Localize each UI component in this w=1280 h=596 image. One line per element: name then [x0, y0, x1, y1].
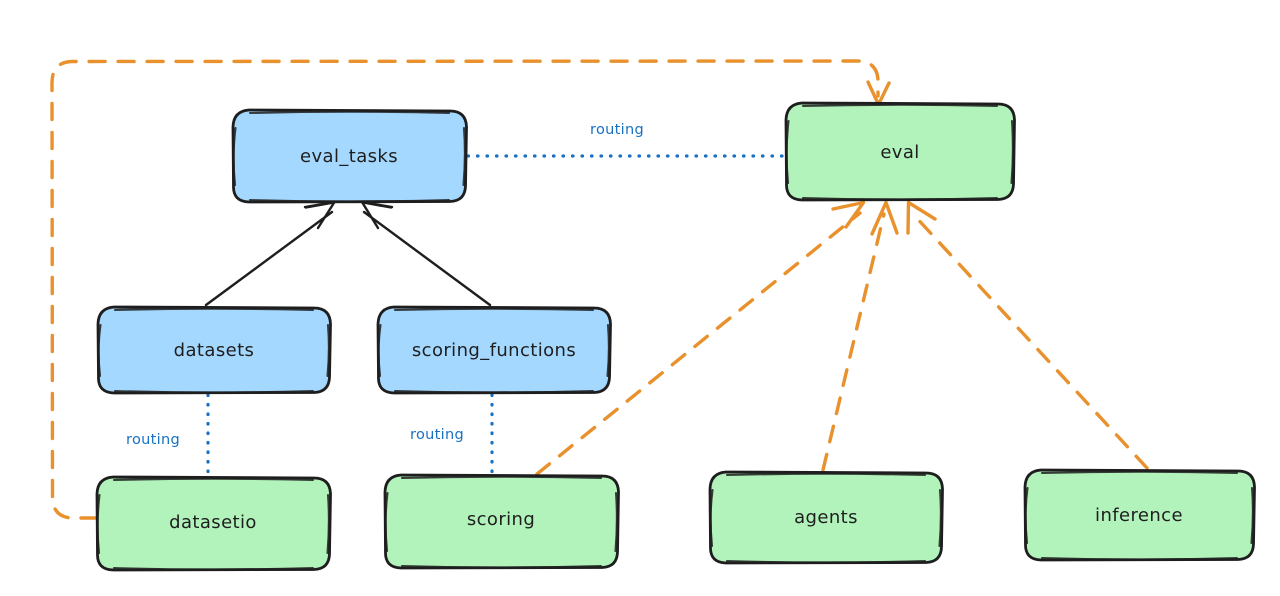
- edge-datasets-to-eval-tasks-barb: [304, 201, 336, 209]
- node-scoring[interactable]: scoring: [383, 473, 620, 570]
- edge-scoring-to-eval-arrowhead: [831, 200, 866, 229]
- node-scoring-shape: [383, 473, 620, 570]
- node-scoring-sketch: [384, 475, 618, 569]
- node-scoring-functions-label: scoring_functions: [412, 340, 576, 361]
- node-agents-sketch: [709, 472, 942, 564]
- node-inference-label: inference: [1095, 505, 1183, 526]
- node-eval-tasks-shape: [231, 108, 468, 204]
- edge-inference-to-eval[interactable]: [906, 200, 1149, 470]
- node-scoring-functions-shape: [376, 305, 612, 395]
- node-agents-shape: [708, 470, 944, 565]
- node-eval-label: eval: [880, 142, 919, 163]
- node-datasets-sketch: [97, 307, 330, 394]
- node-scoring-functions-sketch: [377, 307, 610, 394]
- edge-scoring-functions-to-eval-tasks-path: [362, 210, 492, 307]
- node-eval-tasks[interactable]: eval_tasks: [231, 108, 468, 204]
- node-datasetio[interactable]: datasetio: [95, 475, 332, 572]
- edge-inference-to-eval-path: [911, 212, 1149, 470]
- node-inference[interactable]: inference: [1023, 468, 1256, 562]
- node-datasetio-sketch: [96, 477, 330, 571]
- edge-inference-to-eval-arrowhead: [906, 200, 937, 235]
- node-eval[interactable]: eval: [784, 101, 1016, 202]
- node-layer: eval_tasks eval datasets scoring_functio…: [95, 101, 1256, 572]
- edge-label-routing-eval-tasks: routing: [590, 122, 644, 138]
- edge-scoring-to-eval[interactable]: [535, 200, 866, 476]
- node-scoring-functions[interactable]: scoring_functions: [376, 305, 612, 395]
- node-eval-tasks-label: eval_tasks: [300, 146, 398, 167]
- edge-datasetio-to-eval-path: [50, 59, 880, 520]
- edge-scoring-functions-to-eval-tasks[interactable]: [360, 200, 492, 307]
- node-datasets-label: datasets: [174, 340, 255, 361]
- node-inference-shape: [1023, 468, 1256, 562]
- edge-datasets-to-eval-tasks-path: [204, 210, 334, 307]
- edge-datasets-to-eval-tasks[interactable]: [204, 200, 336, 307]
- node-datasets[interactable]: datasets: [96, 305, 332, 395]
- node-agents-label: agents: [794, 507, 858, 528]
- node-agents[interactable]: agents: [708, 470, 944, 565]
- edge-agents-to-eval-path: [821, 212, 886, 472]
- node-eval-sketch: [785, 103, 1014, 201]
- node-inference-sketch: [1024, 470, 1254, 561]
- edge-agents-to-eval-arrowhead: [870, 200, 899, 236]
- node-eval-tasks-sketch: [232, 110, 466, 203]
- node-datasets-shape: [96, 305, 332, 395]
- edge-label-routing-scoring-functions: routing: [410, 427, 464, 443]
- edge-scoring-to-eval-path: [535, 211, 862, 476]
- edge-agents-to-eval[interactable]: [821, 200, 899, 472]
- node-datasetio-shape: [95, 475, 332, 572]
- edge-layer: [50, 59, 1149, 520]
- node-scoring-label: scoring: [467, 509, 535, 530]
- node-eval-shape: [784, 101, 1016, 202]
- node-datasetio-label: datasetio: [169, 512, 257, 533]
- edge-scoring-functions-to-eval-tasks-barb: [361, 201, 393, 209]
- edge-label-routing-datasets: routing: [126, 432, 180, 448]
- edge-label-layer: routing routing routing: [126, 122, 644, 448]
